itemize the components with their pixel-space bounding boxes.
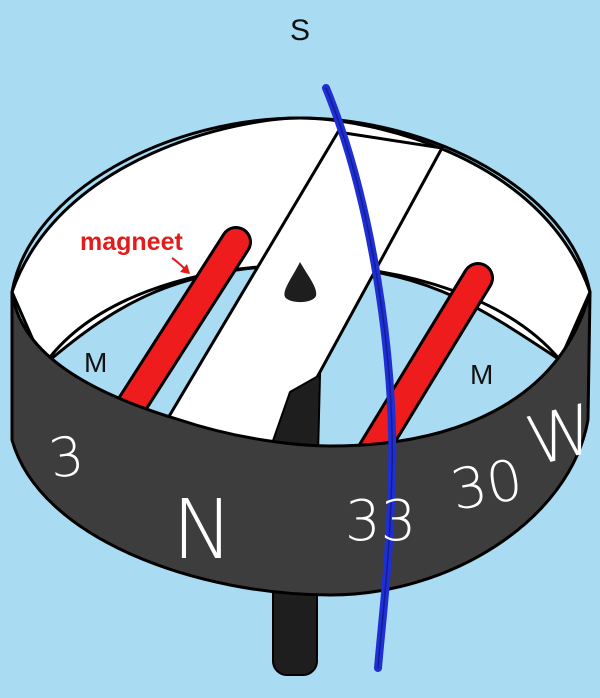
magnet-right-letter: M [470, 359, 493, 390]
compass-rim-top [10, 116, 592, 293]
magnet-left [106, 226, 252, 436]
magnet-label: magneet [80, 228, 183, 256]
dial-mark-N: N [172, 483, 233, 578]
compass-dial-band [10, 291, 592, 597]
meridian-wire-outline [325, 87, 394, 669]
magnet-left-letter: M [84, 347, 107, 378]
dial-mark-33: 33 [345, 489, 416, 554]
top-direction-label: S [290, 14, 310, 47]
magnet-label-arrowhead [180, 264, 190, 274]
needle-tip-icon [284, 262, 317, 303]
dial-mark-30: 30 [446, 447, 527, 523]
